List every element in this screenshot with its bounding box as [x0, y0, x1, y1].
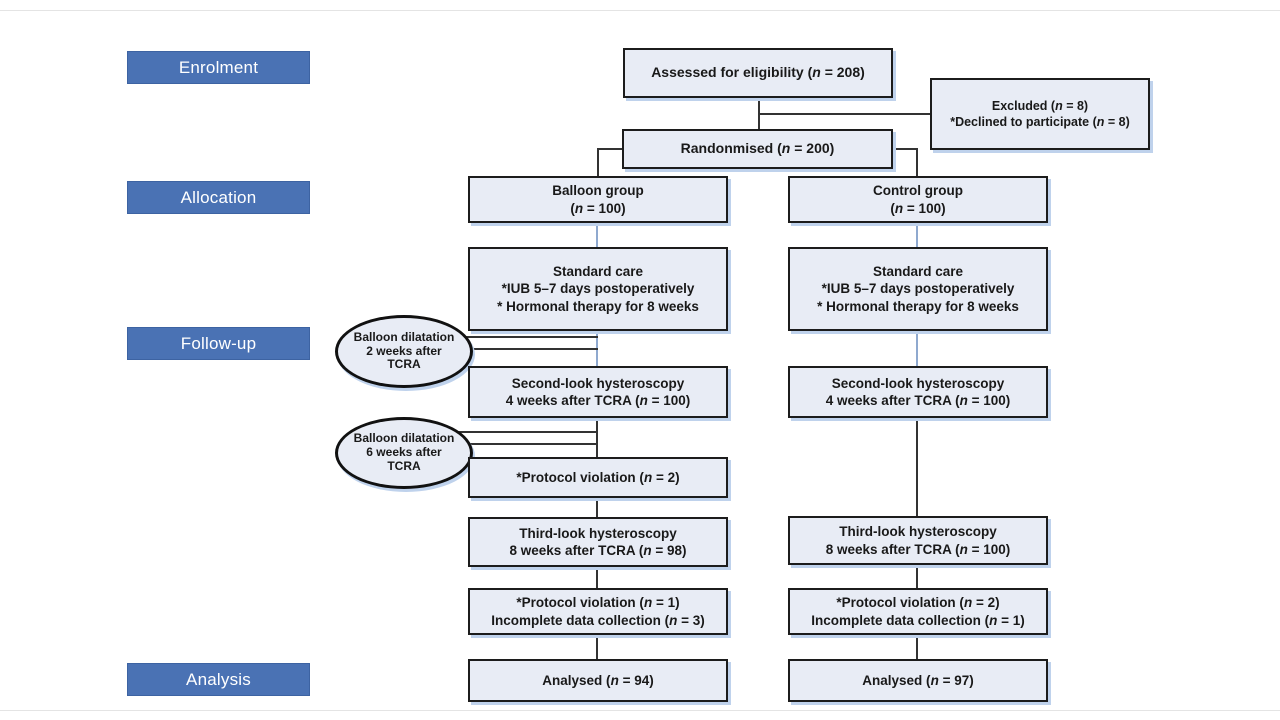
connector-randomised-right-elbow-h	[891, 148, 918, 150]
ellipse-balloon-dilatation-6w: Balloon dilatation 6 weeks after TCRA	[335, 417, 473, 489]
stage-label-text: Follow-up	[180, 333, 257, 353]
stage-label-allocation: Allocation	[127, 181, 310, 214]
third-look-right-box: Third-look hysteroscopy 8 weeks after TC…	[788, 516, 1048, 565]
connector-randomised-left-elbow-h	[597, 148, 623, 150]
connector-ellipse2w-top	[450, 336, 598, 338]
connector-protocol-thirdlook-left	[596, 498, 598, 517]
box-line: Excluded (n = 8)	[991, 99, 1089, 113]
protocol-violation-left-2-box: *Protocol violation (n = 1) Incomplete d…	[468, 588, 728, 635]
box-line: *Protocol violation (n = 1)	[516, 595, 680, 611]
ellipse-line: Balloon dilatation	[353, 431, 455, 446]
randomised-box: Randonmised (n = 200)	[622, 129, 893, 169]
box-line: *IUB 5–7 days postoperatively	[821, 281, 1015, 297]
box-line: 8 weeks after TCRA (n = 98)	[509, 543, 687, 558]
box-line: *Declined to participate (n = 8)	[950, 115, 1130, 129]
protocol-violation-left-1-box: *Protocol violation (n = 2)	[468, 457, 728, 498]
box-line: * Hormonal therapy for 8 weeks	[497, 298, 699, 314]
connector-ellipse6w-top	[450, 431, 598, 433]
box-line: * Hormonal therapy for 8 weeks	[817, 298, 1019, 314]
connector-ellipse2w-bottom	[450, 348, 598, 350]
stage-label-enrolment: Enrolment	[127, 51, 310, 84]
box-line: Standard care	[552, 264, 644, 280]
box-line: Randonmised (n = 200)	[680, 140, 835, 157]
connector-secondlook-protocol-left	[596, 418, 598, 457]
connector-secondlook-thirdlook-right	[916, 418, 918, 516]
box-line: *Protocol violation (n = 2)	[516, 469, 680, 485]
stage-label-text: Allocation	[180, 187, 257, 207]
box-line: Third-look hysteroscopy	[839, 524, 997, 540]
analysed-right-box: Analysed (n = 97)	[788, 659, 1048, 702]
balloon-group-box: Balloon group (n = 100)	[468, 176, 728, 223]
box-line: Second-look hysteroscopy	[511, 375, 685, 391]
control-group-box: Control group (n = 100)	[788, 176, 1048, 223]
standard-care-left-box: Standard care *IUB 5–7 days postoperativ…	[468, 247, 728, 331]
connector-protocol2-analysed-left	[596, 635, 598, 659]
connector-randomised-right-elbow-v	[916, 148, 918, 176]
standard-care-right-box: Standard care *IUB 5–7 days postoperativ…	[788, 247, 1048, 331]
ellipse-line: TCRA	[387, 357, 421, 372]
box-line: (n = 100)	[570, 200, 626, 216]
connector-to-excluded	[758, 113, 930, 115]
box-line: Analysed (n = 97)	[862, 672, 974, 688]
protocol-violation-right-box: *Protocol violation (n = 2) Incomplete d…	[788, 588, 1048, 635]
stage-label-text: Analysis	[186, 669, 251, 689]
box-line: Standard care	[872, 264, 964, 280]
stage-label-text: Enrolment	[178, 57, 259, 77]
box-line: Incomplete data collection (n = 1)	[811, 612, 1025, 628]
second-look-right-box: Second-look hysteroscopy 4 weeks after T…	[788, 366, 1048, 418]
box-line: 8 weeks after TCRA (n = 100)	[825, 541, 1011, 557]
page-frame-bottom	[0, 710, 1280, 711]
box-line: 4 weeks after TCRA (n = 100)	[825, 393, 1011, 408]
connector-balloon-standardcare	[596, 223, 598, 247]
excluded-box: Excluded (n = 8) *Declined to participat…	[930, 78, 1150, 150]
box-line: Assessed for eligibility (n = 208)	[651, 64, 865, 81]
ellipse-line: TCRA	[387, 458, 421, 473]
connector-randomised-left-elbow-v	[597, 148, 599, 176]
assessed-box: Assessed for eligibility (n = 208)	[623, 48, 893, 98]
connector-protocol-analysed-right	[916, 635, 918, 659]
box-line: Balloon group	[552, 183, 644, 199]
ellipse-line: 2 weeks after	[366, 343, 442, 358]
connector-control-standardcare	[916, 223, 918, 247]
page-frame-top	[0, 10, 1280, 11]
connector-thirdlook-protocol2-left	[596, 567, 598, 588]
ellipse-line: 6 weeks after	[366, 445, 442, 460]
ellipse-line: Balloon dilatation	[353, 329, 455, 344]
stage-label-followup: Follow-up	[127, 327, 310, 360]
second-look-left-box: Second-look hysteroscopy 4 weeks after T…	[468, 366, 728, 418]
stage-label-analysis: Analysis	[127, 663, 310, 696]
box-line: Control group	[873, 183, 963, 199]
analysed-left-box: Analysed (n = 94)	[468, 659, 728, 702]
box-line: 4 weeks after TCRA (n = 100)	[505, 393, 691, 408]
connector-ellipse6w-bottom	[450, 443, 598, 445]
connector-standardcare-secondlook-right	[916, 331, 918, 366]
box-line: Analysed (n = 94)	[542, 672, 654, 688]
third-look-left-box: Third-look hysteroscopy 8 weeks after TC…	[468, 517, 728, 567]
box-line: *IUB 5–7 days postoperatively	[501, 281, 695, 297]
box-line: Incomplete data collection (n = 3)	[491, 612, 705, 628]
box-line: Second-look hysteroscopy	[831, 375, 1005, 391]
connector-thirdlook-protocol-right	[916, 565, 918, 588]
box-line: Third-look hysteroscopy	[519, 525, 677, 541]
ellipse-balloon-dilatation-2w: Balloon dilatation 2 weeks after TCRA	[335, 315, 473, 388]
box-line: *Protocol violation (n = 2)	[836, 595, 1000, 611]
box-line: (n = 100)	[890, 200, 946, 216]
